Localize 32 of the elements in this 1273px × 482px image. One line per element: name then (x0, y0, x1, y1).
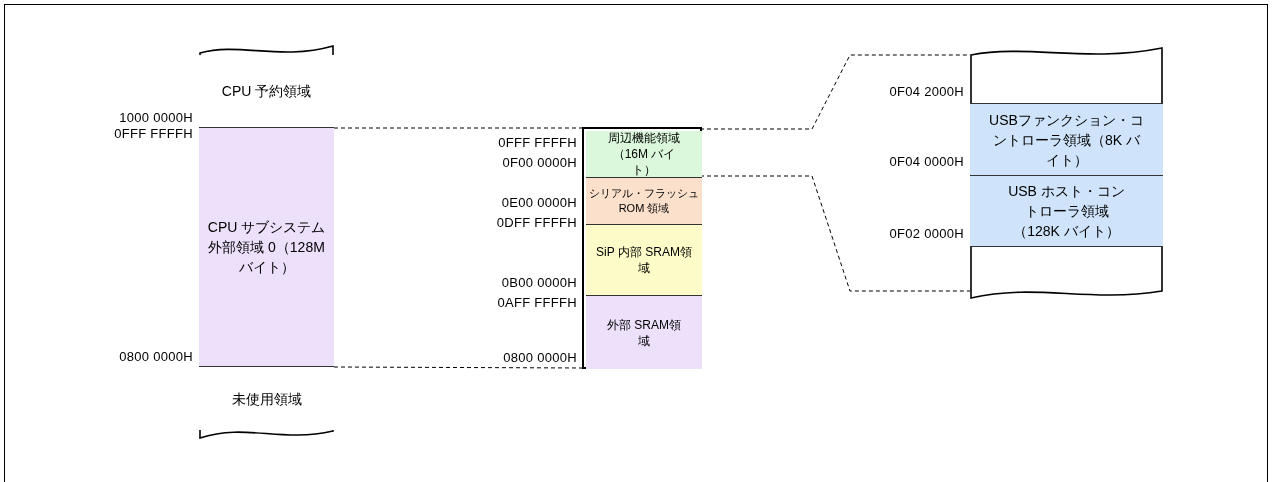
address-label: 0F04 2000H (889, 84, 964, 100)
address-label: 0B00 0000H (501, 275, 577, 291)
address-label: 0F00 0000H (502, 155, 577, 171)
address-label: 0FFF FFFFH (114, 126, 193, 142)
dashed-connector (333, 127, 583, 129)
region-label: USB ホスト・コントローラ領域（128K バイト） (1007, 182, 1126, 241)
address-label: 0E00 0000H (501, 195, 577, 211)
memory-region-band (970, 103, 1163, 176)
address-label: 0F02 0000H (889, 226, 964, 242)
memory-region-band (586, 225, 702, 296)
memory-region-band (199, 128, 334, 367)
memory-region-band (586, 178, 702, 225)
memory-map-column (582, 127, 702, 369)
region-label: 外部 SRAM領域 (606, 316, 682, 349)
memory-region-band (970, 176, 1163, 247)
address-label: 0F04 0000H (889, 154, 964, 170)
memory-region-band (586, 296, 702, 369)
address-label: 0AFF FFFFH (497, 295, 577, 311)
region-label: CPU 予約領域 (220, 82, 313, 101)
memory-region-band (586, 131, 702, 178)
region-label: USBファンクション・コントローラ領域（8K バイト） (988, 110, 1145, 170)
region-label: 未使用領域 (230, 389, 303, 409)
region-label: シリアル・フラッシュROM 領域 (588, 186, 700, 216)
address-label: 0FFF FFFFH (498, 135, 577, 151)
address-label: 1000 0000H (119, 110, 193, 126)
address-label: 0800 0000H (503, 350, 577, 366)
region-label: 周辺機能領域（16M バイト） (607, 130, 681, 178)
region-label: SiP 内部 SRAM領域 (596, 244, 692, 276)
address-label: 0800 0000H (119, 349, 193, 365)
address-label: 0DFF FFFFH (496, 215, 577, 231)
region-label: CPU サブシステム外部領域 0（128M バイト） (206, 218, 327, 277)
dashed-connector (333, 366, 583, 369)
